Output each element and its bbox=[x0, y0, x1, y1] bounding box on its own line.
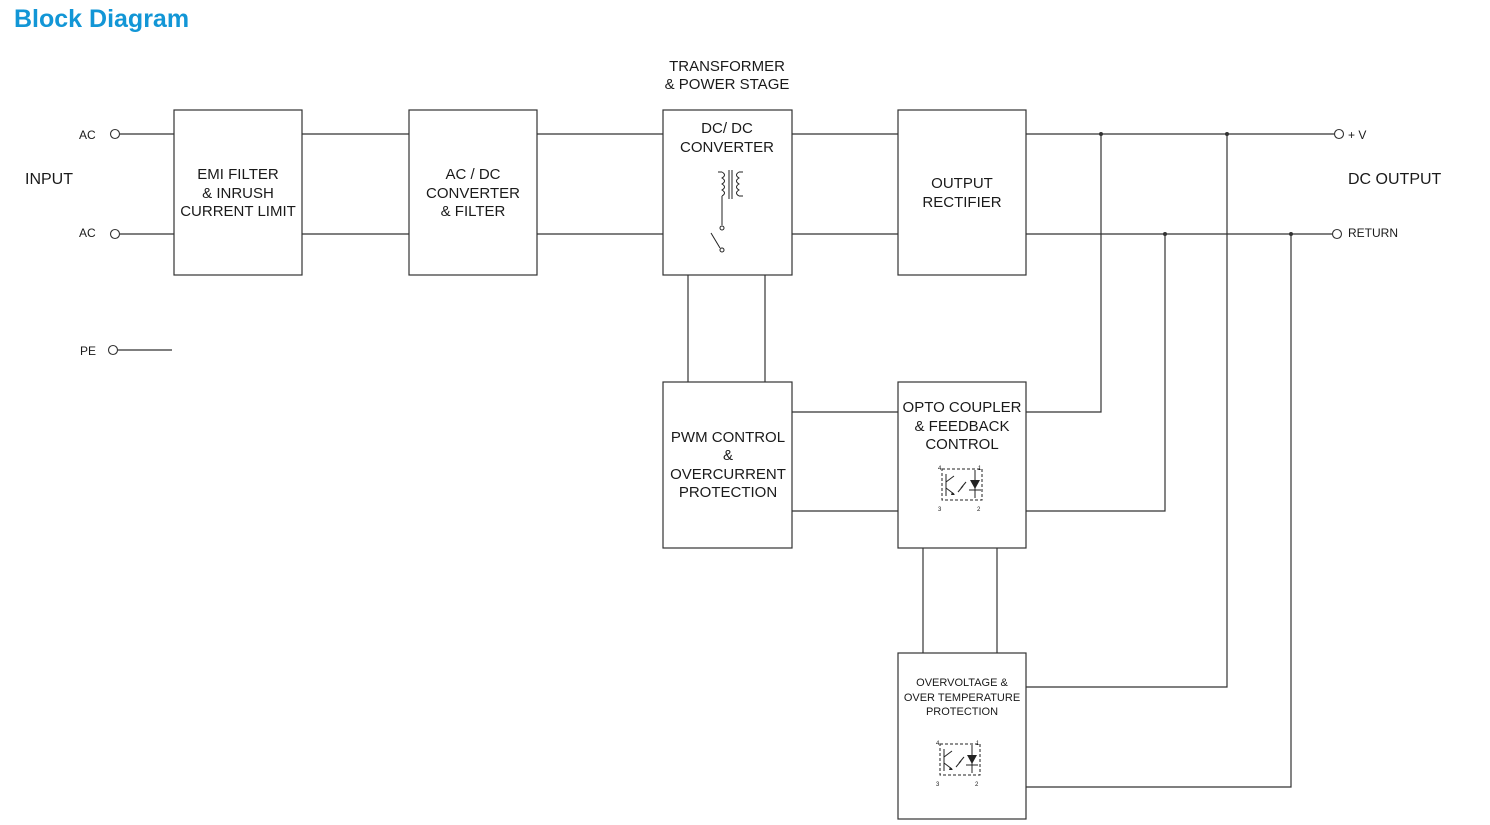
dc-dc-converter-block: DC/ DC CONVERTER bbox=[662, 109, 793, 276]
svg-text:& FILTER: & FILTER bbox=[441, 203, 506, 220]
svg-text:& INRUSH: & INRUSH bbox=[202, 185, 274, 202]
svg-text:CONVERTER: CONVERTER bbox=[680, 139, 774, 156]
svg-text:OPTO COUPLER: OPTO COUPLER bbox=[903, 399, 1022, 416]
overvoltage-protection-block: OVERVOLTAGE & OVER TEMPERATURE PROTECTIO… bbox=[897, 652, 1027, 820]
terminal-pe: PE bbox=[80, 344, 119, 358]
output-rectifier-block: OUTPUT RECTIFIER bbox=[897, 109, 1027, 276]
dc-output-label: DC OUTPUT bbox=[1348, 171, 1442, 188]
svg-text:4: 4 bbox=[938, 466, 942, 472]
optocoupler-icon: 4 1 3 2 bbox=[936, 741, 981, 788]
terminal-ac-2: AC bbox=[79, 226, 121, 240]
svg-text:4: 4 bbox=[936, 741, 940, 747]
terminal-return: RETURN bbox=[1331, 226, 1398, 240]
svg-text:1: 1 bbox=[978, 466, 982, 472]
svg-text:PE: PE bbox=[80, 344, 96, 358]
ac-dc-converter-block: AC / DC CONVERTER & FILTER bbox=[408, 109, 538, 276]
svg-text:CURRENT LIMIT: CURRENT LIMIT bbox=[180, 203, 296, 220]
svg-text:OVERCURRENT: OVERCURRENT bbox=[670, 466, 786, 483]
svg-text:3: 3 bbox=[938, 507, 942, 513]
svg-text:AC: AC bbox=[79, 128, 96, 142]
svg-text:TRANSFORMER: TRANSFORMER bbox=[669, 58, 785, 75]
page-title: Block Diagram bbox=[14, 5, 189, 33]
terminal-plus-v: + V bbox=[1333, 128, 1366, 142]
svg-text:OUTPUT: OUTPUT bbox=[931, 175, 993, 192]
svg-text:PROTECTION: PROTECTION bbox=[926, 706, 998, 718]
svg-text:CONTROL: CONTROL bbox=[925, 436, 998, 453]
svg-text:2: 2 bbox=[977, 507, 981, 513]
svg-text:AC: AC bbox=[79, 226, 96, 240]
svg-text:RETURN: RETURN bbox=[1348, 226, 1398, 240]
terminal-ac-1: AC bbox=[79, 128, 121, 142]
svg-text:AC / DC: AC / DC bbox=[445, 166, 500, 183]
svg-text:& POWER STAGE: & POWER STAGE bbox=[665, 76, 790, 93]
wires bbox=[118, 133, 1334, 788]
pwm-control-block: PWM CONTROL & OVERCURRENT PROTECTION bbox=[662, 381, 793, 549]
svg-text:3: 3 bbox=[936, 782, 940, 788]
opto-coupler-block: OPTO COUPLER & FEEDBACK CONTROL 4 1 3 2 bbox=[897, 381, 1027, 549]
svg-text:2: 2 bbox=[975, 782, 979, 788]
svg-text:PROTECTION: PROTECTION bbox=[679, 484, 777, 501]
svg-text:RECTIFIER: RECTIFIER bbox=[922, 194, 1001, 211]
svg-text:OVER TEMPERATURE: OVER TEMPERATURE bbox=[904, 692, 1020, 704]
svg-text:1: 1 bbox=[976, 741, 980, 747]
junction-dots bbox=[1099, 132, 1293, 236]
stage-caption: TRANSFORMER & POWER STAGE bbox=[665, 58, 790, 93]
svg-text:EMI FILTER: EMI FILTER bbox=[197, 166, 279, 183]
optocoupler-icon: 4 1 3 2 bbox=[938, 466, 983, 513]
svg-text:OVERVOLTAGE &: OVERVOLTAGE & bbox=[916, 677, 1008, 689]
switch-icon bbox=[710, 232, 725, 253]
svg-text:DC/ DC: DC/ DC bbox=[701, 120, 753, 137]
svg-text:& FEEDBACK: & FEEDBACK bbox=[914, 418, 1009, 435]
svg-text:CONVERTER: CONVERTER bbox=[426, 185, 520, 202]
svg-text:+ V: + V bbox=[1348, 128, 1366, 142]
transformer-icon bbox=[718, 170, 743, 231]
emi-filter-block: EMI FILTER & INRUSH CURRENT LIMIT bbox=[173, 109, 303, 276]
svg-text:PWM CONTROL: PWM CONTROL bbox=[671, 429, 785, 446]
input-label: INPUT bbox=[25, 171, 73, 188]
svg-text:&: & bbox=[723, 447, 733, 464]
